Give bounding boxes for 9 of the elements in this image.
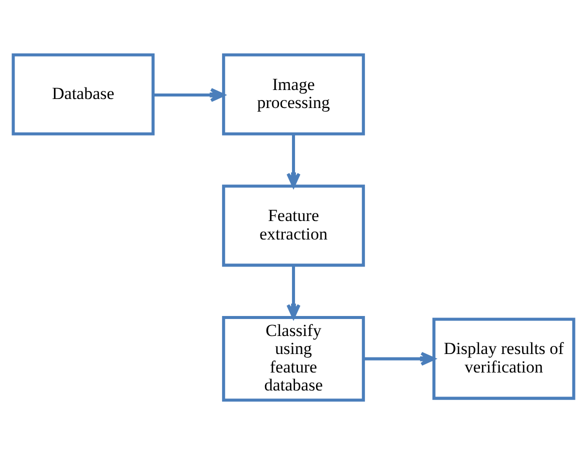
arrow bbox=[153, 88, 225, 102]
node-box: Image processing bbox=[222, 53, 365, 136]
arrow bbox=[364, 352, 436, 366]
node-box: Display results of verification bbox=[432, 318, 576, 400]
arrow bbox=[286, 134, 300, 188]
node-box: Feature extraction bbox=[222, 184, 365, 267]
arrow bbox=[286, 265, 300, 319]
node-box: Database bbox=[12, 53, 155, 136]
node-box: Classify using feature database bbox=[222, 316, 365, 402]
